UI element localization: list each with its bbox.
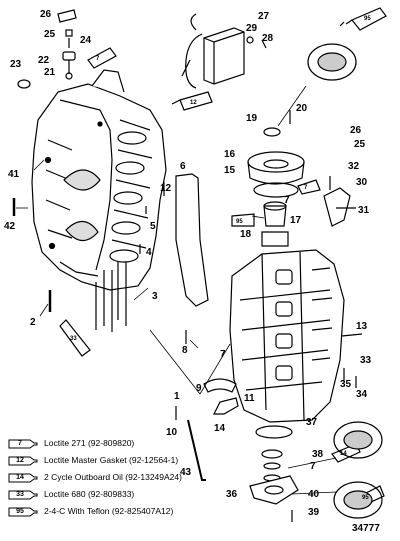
legend-row: 7 Loctite 271 (92-809820) bbox=[6, 436, 218, 453]
sealant-tube-icon bbox=[8, 490, 38, 500]
callout-25: 25 bbox=[354, 139, 366, 150]
lower-end-cap bbox=[249, 425, 299, 522]
callout-25: 25 bbox=[44, 29, 56, 40]
callout-7: 7 bbox=[220, 349, 226, 360]
callout-26: 26 bbox=[40, 9, 52, 20]
seal-detail bbox=[307, 43, 383, 519]
upper-end-cap bbox=[247, 110, 305, 247]
sealant-tube bbox=[339, 7, 387, 31]
callout-16: 16 bbox=[224, 149, 236, 160]
callout-11: 11 bbox=[244, 393, 255, 404]
bracket bbox=[323, 176, 356, 227]
legend-code: 33 bbox=[16, 491, 24, 498]
legend-label: 2 Cycle Outboard Oil (92-13249A24) bbox=[44, 472, 182, 482]
tube-mark-33: 33 bbox=[70, 336, 77, 342]
sealant-legend: 7 Loctite 271 (92-809820) 12 Loctite Mas… bbox=[6, 436, 218, 521]
legend-label: 2-4-C With Teflon (92-825407A12) bbox=[44, 506, 174, 516]
callout-27: 27 bbox=[258, 11, 270, 22]
callout-32: 32 bbox=[348, 161, 360, 172]
legend-code: 7 bbox=[18, 440, 22, 447]
callout-20: 20 bbox=[296, 103, 308, 114]
callout-36: 36 bbox=[226, 489, 238, 500]
fittings bbox=[175, 378, 239, 481]
callout-3: 3 bbox=[152, 291, 158, 302]
power-pack bbox=[181, 13, 267, 89]
callout-39: 39 bbox=[308, 507, 320, 518]
callout-43: 43 bbox=[180, 467, 192, 478]
tube-mark-95: 95 bbox=[362, 495, 369, 501]
legend-code: 12 bbox=[16, 457, 24, 464]
legend-label: Loctite 680 (92-809833) bbox=[44, 489, 135, 499]
callout-24: 24 bbox=[80, 35, 92, 46]
sealant-tube-icon bbox=[8, 439, 38, 449]
bolts bbox=[139, 182, 363, 388]
tube-mark-7: 7 bbox=[96, 56, 100, 62]
callout-5: 5 bbox=[150, 221, 156, 232]
callout-30: 30 bbox=[356, 177, 368, 188]
callout-28: 28 bbox=[262, 33, 274, 44]
legend-row: 33 Loctite 680 (92-809833) bbox=[6, 487, 218, 504]
tube-mark-7: 7 bbox=[304, 185, 308, 191]
callout-14: 14 bbox=[214, 423, 226, 434]
sealant-tube bbox=[171, 91, 213, 111]
callout-31: 31 bbox=[358, 205, 370, 216]
legend-row: 95 2-4-C With Teflon (92-825407A12) bbox=[6, 504, 218, 521]
callout-41: 41 bbox=[8, 169, 20, 180]
callout-13: 13 bbox=[356, 321, 368, 332]
gasket-6 bbox=[175, 173, 209, 307]
bleed-fitting-group bbox=[57, 9, 77, 80]
callout-2: 2 bbox=[30, 317, 36, 328]
callout-12: 12 bbox=[160, 183, 172, 194]
tube-mark-95: 95 bbox=[236, 219, 243, 225]
callout-9: 9 bbox=[196, 383, 202, 394]
sealant-tube bbox=[59, 319, 91, 357]
legend-label: Loctite 271 (92-809820) bbox=[44, 438, 135, 448]
callout-26: 26 bbox=[350, 125, 362, 136]
tube-mark-95: 95 bbox=[364, 16, 371, 22]
callout-35: 35 bbox=[340, 379, 352, 390]
legend-code: 95 bbox=[16, 508, 24, 515]
sealant-tube bbox=[231, 213, 255, 227]
callout-37: 37 bbox=[306, 417, 318, 428]
callout-1: 1 bbox=[174, 391, 180, 402]
callout-7: 7 bbox=[284, 195, 290, 206]
crankcase-cover bbox=[229, 249, 345, 423]
tube-marks: 95 7 12 7 95 33 14 95 bbox=[70, 16, 371, 501]
legend-row: 14 2 Cycle Outboard Oil (92-13249A24) bbox=[6, 470, 218, 487]
callout-42: 42 bbox=[4, 221, 16, 232]
callout-7: 7 bbox=[310, 461, 316, 472]
callout-15: 15 bbox=[224, 165, 236, 176]
sealant-tube bbox=[297, 179, 321, 195]
plug-23 bbox=[17, 79, 31, 89]
callout-21: 21 bbox=[44, 67, 56, 78]
sealant-tube-icon bbox=[8, 473, 38, 483]
tube-mark-14: 14 bbox=[340, 451, 347, 457]
callout-8: 8 bbox=[182, 345, 188, 356]
sealant-tube-icon bbox=[8, 456, 38, 466]
callout-29: 29 bbox=[246, 23, 258, 34]
legend-label: Loctite Master Gasket (92-12564-1) bbox=[44, 455, 179, 465]
sealant-tube bbox=[87, 47, 117, 69]
drawing-number: 34777 bbox=[352, 523, 380, 534]
cylinder-block bbox=[31, 69, 167, 291]
long-studs bbox=[95, 262, 127, 332]
callout-34: 34 bbox=[356, 389, 368, 400]
callout-6: 6 bbox=[180, 161, 186, 172]
callout-40: 40 bbox=[308, 489, 320, 500]
callout-19: 19 bbox=[246, 113, 258, 124]
callout-23: 23 bbox=[10, 59, 22, 70]
legend-row: 12 Loctite Master Gasket (92-12564-1) bbox=[6, 453, 218, 470]
callout-38: 38 bbox=[312, 449, 324, 460]
callout-4: 4 bbox=[146, 247, 152, 258]
callout-22: 22 bbox=[38, 55, 50, 66]
legend-code: 14 bbox=[16, 474, 24, 481]
callout-18: 18 bbox=[240, 229, 252, 240]
callout-33: 33 bbox=[360, 355, 372, 366]
tube-mark-12: 12 bbox=[190, 100, 197, 106]
callout-17: 17 bbox=[290, 215, 302, 226]
leader-lines bbox=[16, 85, 337, 495]
sealant-tube-icon bbox=[8, 507, 38, 517]
callout-10: 10 bbox=[166, 427, 178, 438]
